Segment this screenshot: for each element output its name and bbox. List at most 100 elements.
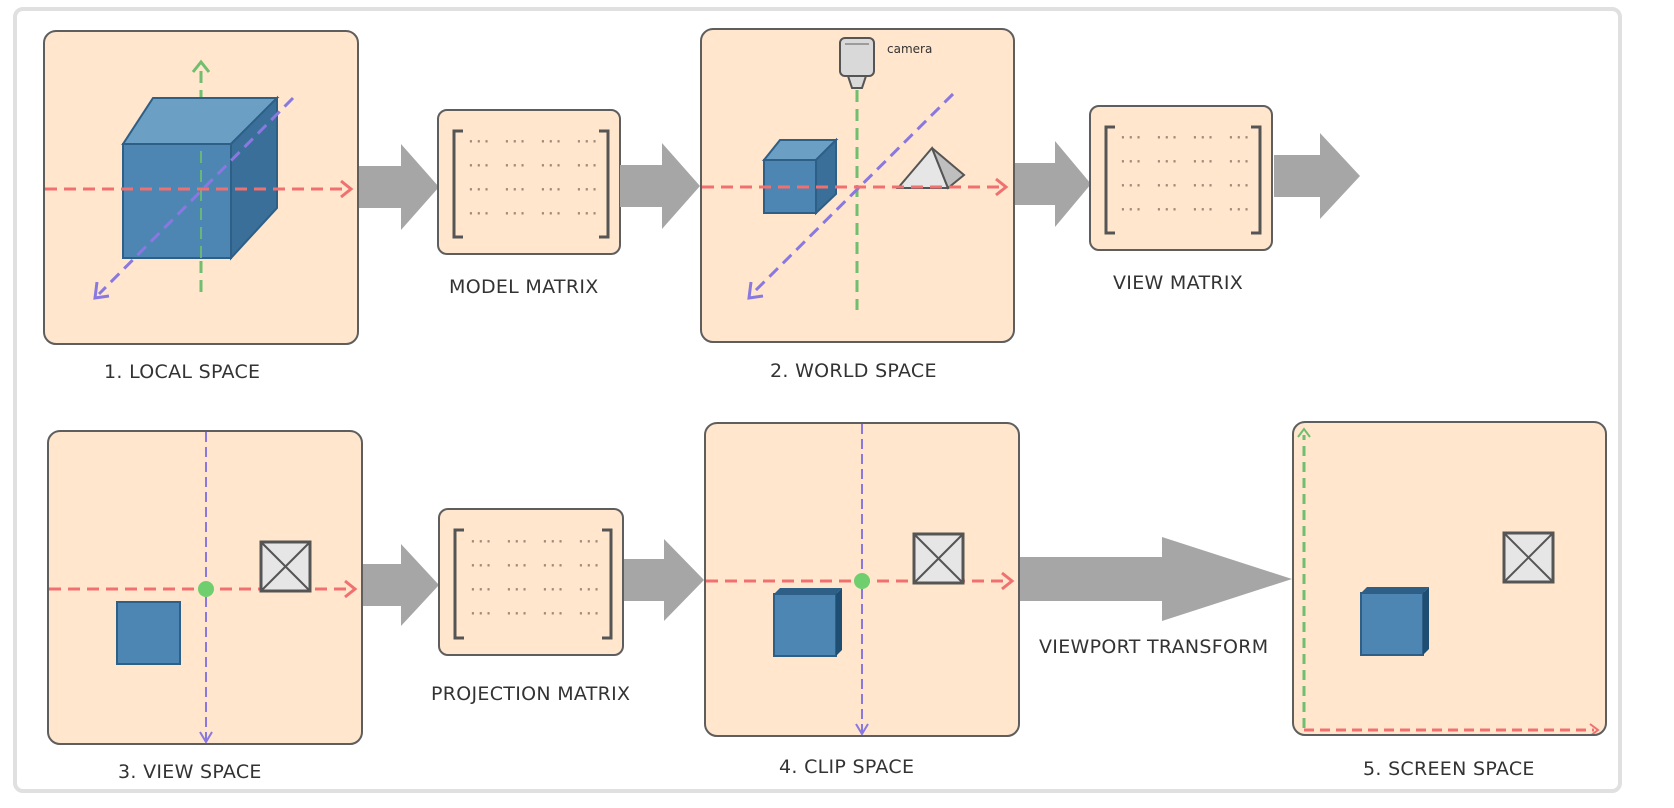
matrix-cell: ··· <box>577 559 601 574</box>
cube-icon <box>773 588 842 657</box>
view-matrix-brackets <box>1104 125 1262 235</box>
flow-arrow-2 <box>620 143 700 229</box>
matrix-cell: ··· <box>575 207 599 222</box>
crossed-box-icon <box>1502 531 1555 584</box>
projection-matrix-brackets <box>453 528 613 640</box>
matrix-cell: ··· <box>1227 155 1251 170</box>
view-space-panel <box>47 430 363 745</box>
model-matrix-box: ············ ············ ············ ·… <box>437 109 621 255</box>
local-space-label: 1. LOCAL SPACE <box>104 361 261 383</box>
matrix-cell: ··· <box>1155 179 1179 194</box>
matrix-cell: ··· <box>469 607 493 622</box>
crossed-box-icon <box>259 540 312 593</box>
matrix-cell: ··· <box>577 535 601 550</box>
view-matrix-box: ··· ··· ··· ··· ··· ··· ··· ··· ··· ··· ··· ··· ·… <box>1089 105 1273 251</box>
local-space-panel <box>43 30 359 345</box>
flow-arrow-3 <box>1015 141 1091 227</box>
matrix-cell: ··· <box>1119 179 1143 194</box>
view-matrix-cells: ··· ··· ··· ··· ··· ··· ··· ··· ··· ··· ··· ··· ·… <box>1119 131 1263 227</box>
cube-icon <box>116 601 181 665</box>
projection-matrix-label: PROJECTION MATRIX <box>431 683 631 705</box>
matrix-cell: ··· <box>505 607 529 622</box>
matrix-cell: ··· <box>577 607 601 622</box>
flow-arrow-1 <box>359 144 439 230</box>
matrix-cell: ··· <box>503 207 527 222</box>
projection-matrix-box: ··· ··· ··· ··· ··· ··· ··· ··· ··· ··· ··· ··· ·… <box>438 508 624 656</box>
cube-icon <box>761 137 839 216</box>
matrix-cell: ··· <box>1155 203 1179 218</box>
model-matrix-label: MODEL MATRIX <box>449 276 599 298</box>
matrix-cell: ··· <box>503 159 527 174</box>
matrix-cell: ··· <box>539 207 563 222</box>
matrix-cell: ··· <box>1191 155 1215 170</box>
world-space-canvas <box>702 37 1009 310</box>
y-axis-arrowhead <box>191 59 211 73</box>
matrix-cell: ··· <box>505 535 529 550</box>
matrix-cell: ··· <box>467 207 491 222</box>
model-matrix-brackets <box>452 129 610 239</box>
viewport-transform-label: VIEWPORT TRANSFORM <box>1039 636 1269 658</box>
world-space-label: 2. WORLD SPACE <box>770 360 937 382</box>
x-axis-arrowhead <box>995 177 1009 197</box>
projection-matrix-cells: ··· ··· ··· ··· ··· ··· ··· ··· ··· ··· ··· ··· ·… <box>469 535 613 631</box>
viewport-transform-arrow <box>1020 537 1292 621</box>
view-space-label: 3. VIEW SPACE <box>118 761 262 783</box>
matrix-cell: ··· <box>1155 155 1179 170</box>
clip-space-panel <box>704 422 1020 737</box>
matrix-cell: ··· <box>505 583 529 598</box>
flow-arrow-6 <box>624 539 704 621</box>
matrix-cell: ··· <box>1191 131 1215 146</box>
matrix-cell: ··· <box>539 183 563 198</box>
matrix-cell: ··· <box>541 559 565 574</box>
x-axis-arrowhead <box>340 179 354 199</box>
matrix-cell: ··· <box>1191 203 1215 218</box>
model-matrix-cells: ············ ············ ············ ·… <box>467 135 611 231</box>
x-axis-arrowhead <box>1589 723 1600 734</box>
matrix-cell: ··· <box>539 135 563 150</box>
cube-icon <box>121 95 280 261</box>
z-axis-arrowhead <box>93 281 110 300</box>
matrix-cell: ··· <box>469 535 493 550</box>
matrix-cell: ··· <box>505 559 529 574</box>
x-axis-arrowhead <box>1001 571 1015 591</box>
z-axis <box>750 92 955 296</box>
cube-icon <box>1360 587 1429 656</box>
matrix-cell: ··· <box>577 583 601 598</box>
origin-dot-icon <box>854 573 870 589</box>
clip-space-canvas <box>706 424 1015 735</box>
matrix-cell: ··· <box>1155 131 1179 146</box>
screen-space-canvas <box>1297 427 1600 734</box>
z-axis-arrowhead <box>199 731 213 743</box>
matrix-cell: ··· <box>541 583 565 598</box>
z-axis-arrowhead <box>855 723 869 735</box>
matrix-cell: ··· <box>1191 179 1215 194</box>
matrix-cell: ··· <box>1119 131 1143 146</box>
crossed-box-icon <box>912 532 965 585</box>
matrix-cell: ··· <box>467 159 491 174</box>
local-space-canvas <box>45 59 354 300</box>
matrix-cell: ··· <box>503 183 527 198</box>
matrix-cell: ··· <box>467 183 491 198</box>
camera-label: camera <box>887 42 933 56</box>
screen-space-panel <box>1292 421 1607 736</box>
screen-space-label: 5. SCREEN SPACE <box>1363 758 1535 780</box>
view-matrix-label: VIEW MATRIX <box>1113 272 1244 294</box>
z-axis <box>97 96 295 296</box>
matrix-cell: ··· <box>541 607 565 622</box>
x-axis-arrowhead <box>344 579 358 599</box>
matrix-cell: ··· <box>469 559 493 574</box>
matrix-cell: ··· <box>575 135 599 150</box>
matrix-cell: ··· <box>1119 203 1143 218</box>
matrix-cell: ··· <box>469 583 493 598</box>
pyramid-icon <box>895 146 966 190</box>
z-axis-arrowhead <box>747 281 764 300</box>
world-space-panel: camera <box>700 28 1015 343</box>
matrix-cell: ··· <box>539 159 563 174</box>
matrix-cell: ··· <box>1227 131 1251 146</box>
y-axis-arrowhead <box>1297 427 1311 438</box>
view-space-canvas <box>49 432 358 743</box>
camera-icon <box>839 37 875 89</box>
matrix-cell: ··· <box>1119 155 1143 170</box>
matrix-cell: ··· <box>1227 203 1251 218</box>
flow-arrow-5 <box>363 544 439 626</box>
